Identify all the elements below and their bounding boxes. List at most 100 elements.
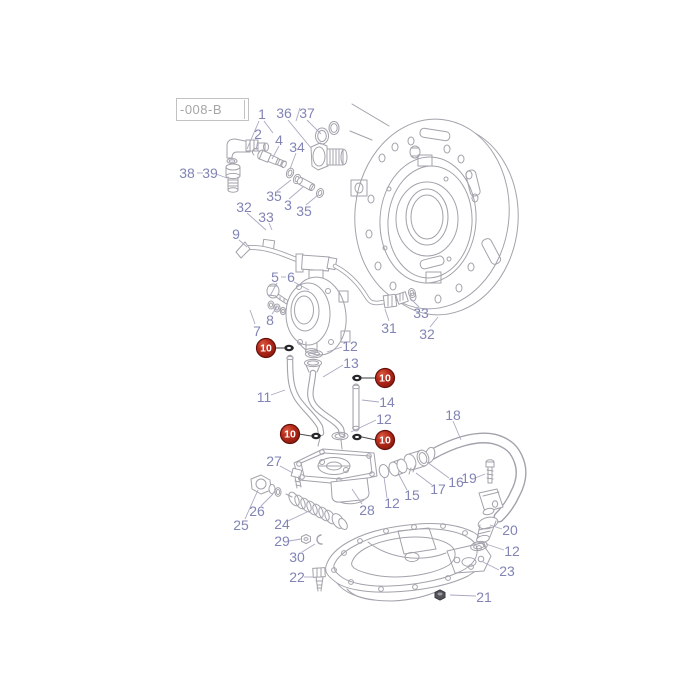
callout-16: 16 (448, 474, 464, 490)
callout-33: 33 (258, 209, 274, 225)
callout-35: 35 (266, 188, 282, 204)
hotspot-badge-number: 10 (260, 343, 272, 355)
leader-line (485, 543, 505, 551)
union-7-washers-8-drawing (266, 283, 292, 316)
callout-23: 23 (499, 563, 515, 579)
leader-line (287, 119, 312, 149)
callout-12: 12 (384, 495, 400, 511)
leader-line (246, 120, 260, 150)
relief-valve-parts-drawing (250, 474, 348, 592)
callout-25: 25 (233, 517, 249, 533)
leader-line (415, 472, 433, 486)
callout-35: 35 (296, 203, 312, 219)
callout-17: 17 (430, 481, 446, 497)
callout-30: 30 (289, 549, 305, 565)
leader-line (276, 179, 292, 192)
leader-line (361, 399, 380, 403)
callout-2: 2 (254, 126, 262, 142)
hotspot-10[interactable]: 10 (352, 367, 396, 389)
hotspot-badge-circle[interactable] (374, 367, 396, 389)
pipe-31-drawing (332, 263, 416, 309)
leader-line (383, 476, 388, 499)
leader-line (322, 364, 344, 378)
leader-line (288, 186, 304, 200)
callout-11: 11 (257, 389, 272, 405)
callout-14: 14 (379, 394, 395, 410)
callout-7: 7 (253, 323, 261, 339)
o-ring-hole (287, 346, 291, 350)
leader-line (269, 282, 278, 297)
leader-line (260, 493, 274, 507)
leader-line (287, 511, 308, 522)
leader-line (452, 420, 462, 441)
hotspot-10[interactable]: 10 (279, 423, 321, 445)
leader-line (449, 594, 477, 597)
callout-36: 36 (276, 105, 292, 121)
leader-line (351, 488, 363, 505)
callout-5: 5 (271, 269, 279, 285)
callout-33: 33 (413, 305, 429, 321)
o-ring-hole (314, 434, 318, 438)
leader-line (350, 419, 377, 433)
leader-line (301, 543, 316, 553)
hose-18-assembly-drawing (378, 432, 527, 552)
hotspot-badge-circle[interactable] (374, 429, 396, 451)
hotspot-badge-circle[interactable] (279, 423, 301, 445)
leader-line (238, 239, 248, 248)
callout-32: 32 (236, 199, 252, 215)
callout-18: 18 (445, 407, 461, 423)
leader-line (305, 194, 319, 206)
callout-34: 34 (289, 139, 305, 155)
leader-line (271, 306, 278, 315)
drawing-code-label: -008-B (180, 102, 223, 117)
callout-31: 31 (381, 320, 397, 336)
hotspot-badge-circle[interactable] (255, 337, 277, 359)
leader-line (289, 152, 297, 170)
callout-38: 38 (179, 165, 195, 181)
callout-28: 28 (359, 502, 375, 518)
leader-line (482, 561, 500, 571)
callout-21: 21 (476, 589, 492, 605)
callout-24: 24 (274, 516, 290, 532)
callout-29: 29 (274, 533, 290, 549)
fittings-cluster-drawing (225, 121, 348, 198)
leader-line (279, 465, 294, 474)
callout-22: 22 (289, 569, 305, 585)
callout-9: 9 (232, 226, 240, 242)
leader-line (489, 524, 503, 530)
callout-20: 20 (502, 522, 518, 538)
callout-8: 8 (266, 312, 274, 328)
leader-line (246, 212, 267, 231)
callout-19: 19 (461, 470, 477, 486)
leader-line (249, 309, 256, 325)
pump-body-drawing (285, 276, 351, 356)
o-ring-hole (355, 376, 359, 380)
leader-line (255, 139, 259, 151)
callout-12: 12 (376, 411, 392, 427)
leader-line (295, 107, 301, 122)
callout-12: 12 (342, 338, 358, 354)
callout-26: 26 (249, 503, 265, 519)
callout-6: 6 (287, 269, 295, 285)
callout-1: 1 (258, 106, 266, 122)
leader-line (271, 145, 280, 160)
leader-line (409, 297, 420, 308)
callout-15: 15 (404, 487, 420, 503)
leader-line (244, 489, 259, 520)
callout-13: 13 (343, 355, 359, 371)
hotspot-badge-number: 10 (284, 429, 296, 441)
callout-4: 4 (275, 132, 283, 148)
valve-cover-28-drawing (290, 431, 378, 505)
leader-line (288, 538, 302, 542)
hotspot-badge-number: 10 (379, 373, 391, 385)
leader-line (215, 173, 228, 179)
hotspot-10[interactable]: 10 (255, 337, 294, 359)
leader-line (429, 316, 439, 328)
hotspot-10[interactable]: 10 (352, 429, 396, 451)
leader-line (306, 119, 322, 135)
drawing-code-box: -008-B (176, 98, 249, 121)
leader-line (270, 389, 286, 396)
